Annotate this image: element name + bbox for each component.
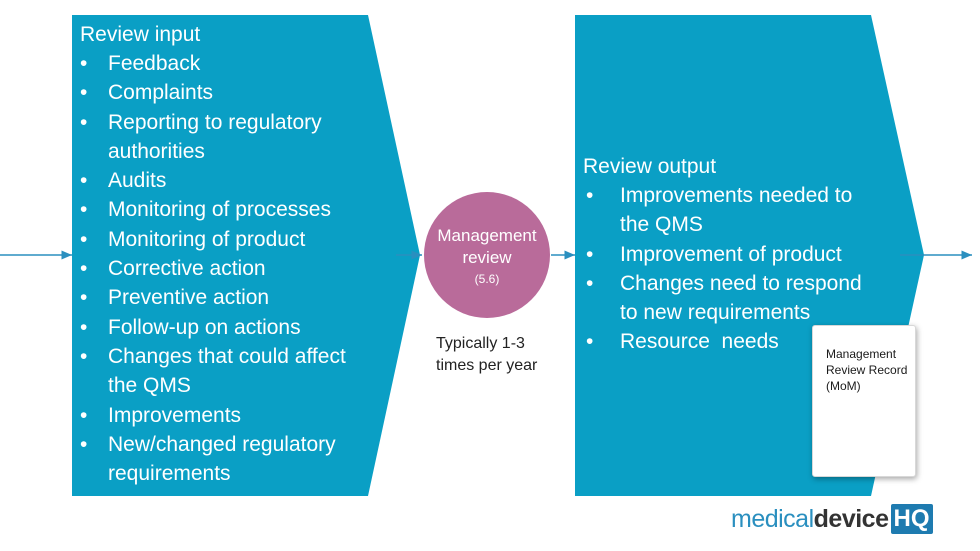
record-label: Management Review Record (MoM) bbox=[826, 347, 908, 393]
list-item: Reporting to regulatory authorities bbox=[80, 108, 380, 167]
list-item: Improvements needed to the QMS bbox=[583, 181, 883, 240]
list-item: Complaints bbox=[80, 78, 380, 108]
logo-text-hq: HQ bbox=[890, 504, 933, 534]
review-input-heading: Review input bbox=[80, 23, 201, 46]
list-item: Follow-up on actions bbox=[80, 313, 380, 343]
list-item: Changes need to respond to new requireme… bbox=[583, 269, 883, 328]
list-item: Improvements bbox=[80, 401, 380, 431]
logo-text-medical: medical bbox=[731, 504, 814, 533]
management-review-title: Management review bbox=[437, 225, 537, 267]
review-input-content: Review input Feedback Complaints Reporti… bbox=[80, 20, 380, 488]
list-item: Audits bbox=[80, 166, 380, 196]
medicaldevicehq-logo: medical device HQ bbox=[731, 503, 933, 535]
list-item: Corrective action bbox=[80, 254, 380, 284]
management-review-ref: (5.6) bbox=[474, 271, 500, 286]
review-input-list: Feedback Complaints Reporting to regulat… bbox=[80, 49, 380, 488]
review-output-content: Review output Improvements needed to the… bbox=[583, 152, 883, 357]
list-item: Monitoring of product bbox=[80, 225, 380, 255]
list-item: Feedback bbox=[80, 49, 380, 79]
frequency-note: Typically 1-3 times per year bbox=[436, 335, 538, 374]
review-output-heading: Review output bbox=[583, 155, 717, 178]
management-review-record-document: Management Review Record (MoM) bbox=[812, 325, 916, 477]
list-item: Resource needs bbox=[583, 327, 883, 357]
management-review-label: Management review (5.6) bbox=[422, 193, 552, 318]
list-item: New/changed regulatory requirements bbox=[80, 430, 380, 489]
list-item: Improvement of product bbox=[583, 240, 883, 270]
review-output-list: Improvements needed to the QMS Improveme… bbox=[583, 181, 883, 357]
list-item: Preventive action bbox=[80, 283, 380, 313]
list-item: Changes that could affect the QMS bbox=[80, 342, 380, 401]
management-review-circle bbox=[424, 192, 550, 318]
logo-text-device: device bbox=[813, 504, 889, 533]
list-item: Monitoring of processes bbox=[80, 195, 380, 225]
